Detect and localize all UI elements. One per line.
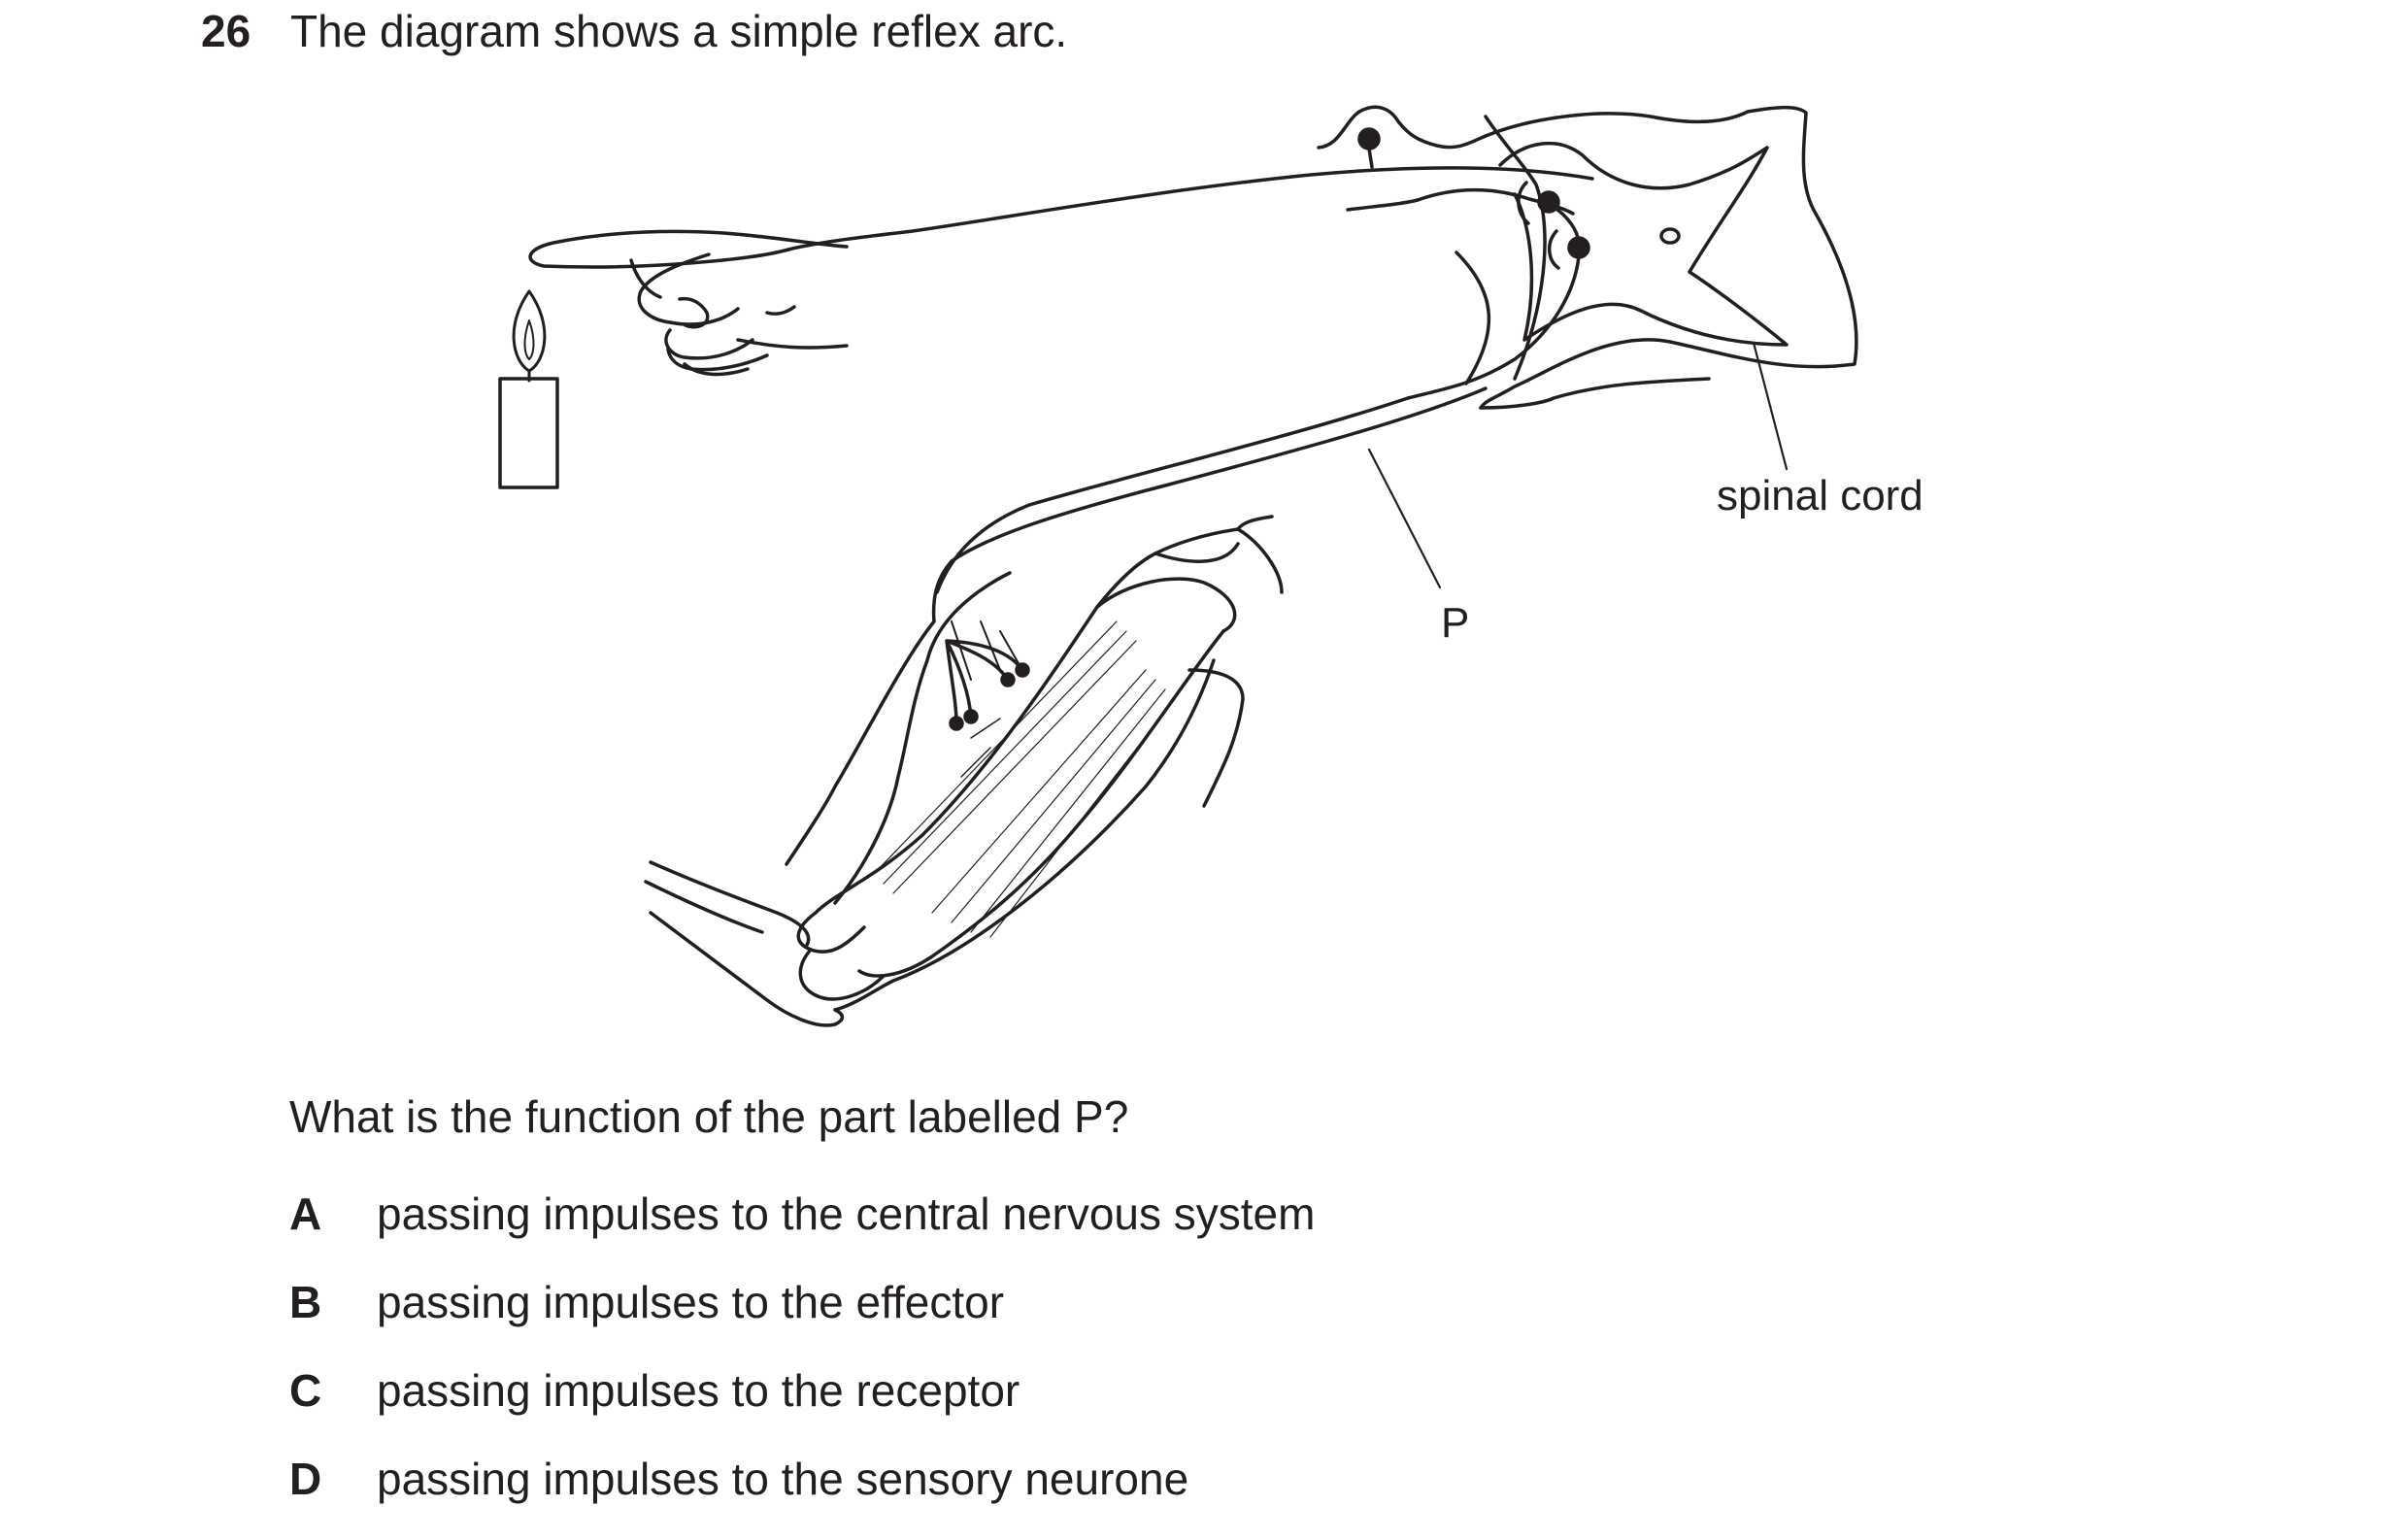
option-text: passing impulses to the receptor (377, 1365, 1020, 1416)
option-letter: B (289, 1277, 322, 1327)
motor-neurone-p (935, 251, 1491, 594)
option-letter: A (289, 1188, 322, 1239)
question-number: 26 (201, 6, 251, 56)
question-prompt: What is the function of the part labelle… (289, 1091, 1129, 1142)
option-letter: C (289, 1365, 322, 1416)
option-text: passing impulses to the effector (377, 1277, 1005, 1327)
option-text: passing impulses to the central nervous … (377, 1188, 1316, 1239)
hand-and-arm (528, 166, 1594, 623)
sensory-neurone-cell-body (1317, 105, 1488, 169)
option-text: passing impulses to the sensory neurone (377, 1454, 1189, 1504)
spinal-cord-label: spinal cord (1717, 472, 1923, 519)
reflex-arc-diagram: spinal cord P (498, 105, 1923, 1027)
relay-neurone (1406, 181, 1590, 400)
p-label: P (1441, 599, 1469, 647)
label-pointers (1367, 341, 1789, 589)
candle (498, 289, 559, 489)
forearm-bones (644, 658, 1216, 1027)
option-letter: D (289, 1454, 322, 1504)
question-header: 26 The diagram shows a simple reflex arc. (201, 4, 1067, 58)
upper-arm-muscles (785, 515, 1284, 978)
question-intro: The diagram shows a simple reflex arc. (290, 6, 1068, 56)
spinal-cord (1479, 105, 1858, 410)
